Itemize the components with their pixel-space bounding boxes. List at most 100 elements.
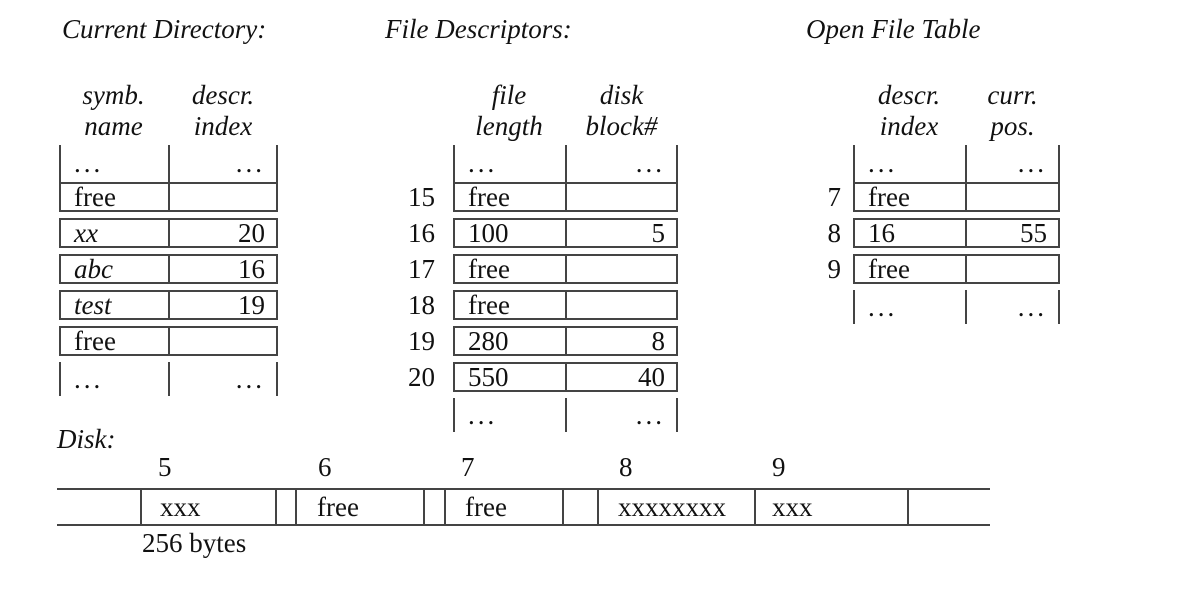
- descriptor-index-label: 19: [408, 326, 435, 356]
- table-row: 8 16 55: [798, 218, 1060, 248]
- cell-divider: [907, 490, 909, 524]
- disk-cell: free: [317, 491, 359, 522]
- header-line: curr.: [987, 80, 1038, 110]
- header-line: length: [475, 111, 543, 141]
- oft-entry-label: 8: [827, 218, 842, 248]
- table-row: 15 free: [395, 182, 678, 212]
- symb-name-cell: xx: [61, 219, 170, 246]
- disk-block-cell: 40: [638, 361, 665, 392]
- disk-block-number: 9: [772, 452, 786, 482]
- curr-pos-cell: 55: [1020, 217, 1047, 248]
- ellipsis-cell: ...: [635, 399, 665, 430]
- file-length-cell: free: [455, 183, 567, 210]
- table-row: abc 16: [59, 254, 278, 284]
- header-line: name: [84, 111, 143, 141]
- cd-col-symb-name-header: symb. name: [59, 80, 168, 142]
- curr-pos-cell: [967, 256, 1058, 282]
- descriptor-index-label: 20: [408, 362, 435, 392]
- ellipsis-cell: ...: [61, 362, 170, 396]
- file-length-cell: free: [455, 291, 567, 318]
- file-length-cell: 550: [455, 363, 567, 390]
- symb-name-cell: free: [61, 327, 170, 354]
- disk-block-cell: [567, 292, 676, 318]
- ellipsis-cell: ...: [235, 363, 265, 394]
- table-row-ellipsis: ......: [59, 362, 278, 396]
- file-length-cell: 280: [455, 327, 567, 354]
- cell-divider: [444, 490, 446, 524]
- descr-index-cell: free: [855, 183, 967, 210]
- disk-block-number: 7: [461, 452, 475, 482]
- header-line: symb.: [82, 80, 145, 110]
- cell-divider: [562, 490, 564, 524]
- descr-index-cell: free: [855, 255, 967, 282]
- cell-divider: [295, 490, 297, 524]
- disk-label: Disk:: [57, 424, 116, 454]
- cd-col-descr-index-header: descr. index: [168, 80, 278, 142]
- cell-divider: [597, 490, 599, 524]
- ellipsis-cell: ...: [1017, 291, 1047, 322]
- descr-index-cell: 20: [238, 217, 265, 248]
- disk-block-number: 8: [619, 452, 633, 482]
- descr-index-cell: [170, 184, 276, 210]
- symb-name-cell: free: [61, 183, 170, 210]
- header-line: file: [491, 80, 527, 110]
- cell-divider: [275, 490, 277, 524]
- file-descriptors-title: File Descriptors:: [385, 14, 572, 44]
- descr-index-cell: 16: [238, 253, 265, 284]
- table-row: free: [59, 182, 278, 212]
- ellipsis-cell: ...: [1017, 148, 1047, 178]
- file-length-cell: 100: [455, 219, 567, 246]
- disk-block-number: 6: [318, 452, 332, 482]
- disk-block-strip: xxx free free xxxxxxxx xxx: [57, 488, 990, 526]
- current-directory-title: Current Directory:: [62, 14, 267, 44]
- cell-divider: [754, 490, 756, 524]
- table-row-ellipsis: ......: [59, 145, 278, 182]
- ellipsis-cell: ...: [855, 145, 967, 182]
- cell-divider: [423, 490, 425, 524]
- disk-cell: xxx: [772, 491, 813, 522]
- table-row-ellipsis: ......: [395, 398, 678, 432]
- ellipsis-cell: ...: [635, 148, 665, 178]
- table-row-ellipsis: ......: [395, 145, 678, 182]
- ellipsis-cell: ...: [61, 145, 170, 182]
- header-line: pos.: [990, 111, 1035, 141]
- table-row: 9 free: [798, 254, 1060, 284]
- header-line: block#: [585, 111, 658, 141]
- open-file-table-title: Open File Table: [806, 14, 981, 44]
- table-row-ellipsis: ......: [798, 145, 1060, 182]
- header-line: index: [193, 111, 253, 141]
- ellipsis-cell: ...: [855, 290, 967, 324]
- descriptor-index-label: 15: [408, 182, 435, 212]
- disk-block-cell: [567, 184, 676, 210]
- ellipsis-cell: ...: [455, 145, 567, 182]
- cell-divider: [140, 490, 142, 524]
- descr-index-cell: [170, 328, 276, 354]
- fd-col-file-length-header: file length: [453, 80, 565, 142]
- table-row-ellipsis: ......: [798, 290, 1060, 324]
- oft-col-curr-pos-header: curr. pos.: [965, 80, 1060, 142]
- table-row: 20 550 40: [395, 362, 678, 392]
- disk-cell: free: [465, 491, 507, 522]
- curr-pos-cell: [967, 184, 1058, 210]
- ellipsis-cell: ...: [455, 398, 567, 432]
- disk-block-cell: 8: [651, 325, 666, 356]
- symb-name-cell: abc: [61, 255, 170, 282]
- disk-block-number: 5: [158, 452, 172, 482]
- descr-index-cell: 16: [855, 219, 967, 246]
- header-line: disk: [599, 80, 644, 110]
- oft-entry-label: 9: [827, 254, 842, 284]
- descr-index-cell: 19: [238, 289, 265, 320]
- table-row: 17 free: [395, 254, 678, 284]
- descriptor-index-label: 17: [408, 254, 435, 284]
- table-row: 19 280 8: [395, 326, 678, 356]
- disk-block-cell: 5: [651, 217, 666, 248]
- header-line: descr.: [877, 80, 941, 110]
- disk-cell: xxxxxxxx: [618, 491, 726, 522]
- table-row: xx 20: [59, 218, 278, 248]
- oft-col-descr-index-header: descr. index: [853, 80, 965, 142]
